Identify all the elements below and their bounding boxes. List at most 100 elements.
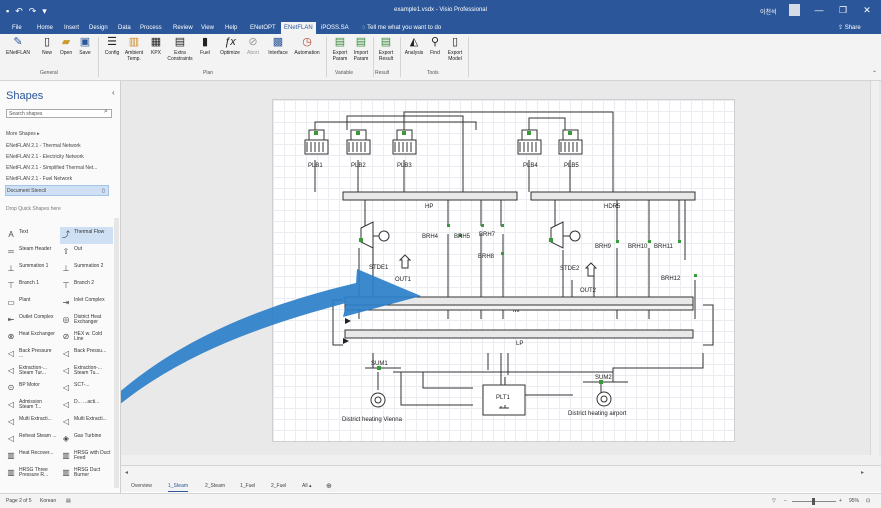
steam-network-diagram[interactable]: PLB1 PLB2 PLB3	[273, 100, 736, 443]
minimize-icon[interactable]: —	[814, 5, 824, 15]
branch-brh11[interactable]: BRH11	[654, 240, 681, 250]
tab-file[interactable]: File	[12, 25, 22, 31]
shape-out[interactable]: ⇧Out	[60, 244, 113, 261]
header-mp-lower[interactable]	[344, 304, 694, 311]
tab-review[interactable]: Review	[173, 25, 193, 31]
boiler-plb2[interactable]: PLB2	[346, 129, 371, 169]
boiler-plb4[interactable]: PLB4	[517, 129, 542, 169]
page-tab-overview[interactable]: Overview	[131, 483, 152, 489]
enetflan-button[interactable]: ✎ENetFLAN	[5, 36, 31, 56]
stencil-document[interactable]: Document Stencil▯	[5, 185, 109, 196]
shape-reheat-steam[interactable]: ◁Reheat Steam ...	[5, 431, 58, 448]
fuel-button[interactable]: ▮Fuel	[197, 36, 213, 56]
interface-button[interactable]: ▩Interface	[266, 36, 290, 56]
open-button[interactable]: ▰Open	[57, 36, 75, 56]
analysis-button[interactable]: ◭Analysis	[403, 36, 425, 56]
scroll-right-icon[interactable]: ▸	[861, 470, 865, 476]
zoom-slider-handle[interactable]	[812, 498, 815, 505]
share-button[interactable]: ⇪ Share	[838, 22, 861, 34]
fit-page-icon[interactable]: ⊡	[866, 498, 871, 504]
shape-extraction-steam-tu[interactable]: ◁Extraction-... Steam Tu...	[60, 363, 113, 380]
shape-branch-2[interactable]: ⊤Branch 2	[60, 278, 113, 295]
redo-icon[interactable]: ↷	[28, 5, 37, 16]
page-indicator[interactable]: Page 2 of 5	[6, 498, 32, 504]
shape-back-pressu[interactable]: ◁Back Pressu...	[60, 346, 113, 363]
boiler-plb5[interactable]: PLB5	[558, 129, 583, 169]
tab-enetflan[interactable]: ENetFLAN	[281, 22, 316, 34]
drawing-page[interactable]: PLB1 PLB2 PLB3	[272, 99, 735, 442]
new-button[interactable]: ▯New	[38, 36, 56, 56]
export-param-button[interactable]: ▤Export Param	[330, 36, 350, 62]
shape-summation-2[interactable]: ⊥Summation 2	[60, 261, 113, 278]
branch-brh12[interactable]: BRH12	[661, 274, 697, 282]
shape-hrsg-three-pressure-r[interactable]: ▥HRSG Three Pressure R...	[5, 465, 58, 482]
restore-icon[interactable]: ❐	[838, 5, 848, 15]
boiler-plb3[interactable]: PLB3	[392, 129, 417, 169]
plant-plt1[interactable]: PLT1	[482, 384, 526, 416]
save-icon[interactable]: ▪	[6, 6, 10, 16]
search-icon[interactable]: ⌕	[104, 108, 108, 115]
shape-summation-1[interactable]: ⊥Summation 1	[5, 261, 58, 278]
shape-sct[interactable]: ◁SCT-...	[60, 380, 113, 397]
page-tab-1-fuel[interactable]: 1_Fuel	[240, 483, 256, 489]
header-hp[interactable]: HP	[342, 191, 518, 210]
language-indicator[interactable]: Korean	[40, 498, 57, 504]
automation-button[interactable]: ◷Automation	[291, 36, 323, 56]
shape-multi-extracti[interactable]: ◁Multi Extracti...	[60, 414, 113, 431]
horizontal-scrollbar[interactable]	[121, 455, 881, 465]
save-button[interactable]: ▣Save	[76, 36, 94, 56]
branch-brh8[interactable]: BRH8	[478, 224, 504, 260]
shape-heat-recover[interactable]: ▥Heat Recover...	[5, 448, 58, 465]
branch-brh5[interactable]: BRH5	[454, 234, 471, 240]
consumer-vienna[interactable]: District heating Vienna	[342, 392, 403, 423]
drawing-canvas[interactable]: PLB1 PLB2 PLB3	[121, 81, 881, 465]
shape-gas-turbine[interactable]: ◈Gas Turbine	[60, 431, 113, 448]
collapse-pane-icon[interactable]: ‹	[112, 88, 115, 97]
ambient-temp-button[interactable]: ▥Ambient Temp.	[123, 36, 145, 62]
tell-me-search[interactable]: ◌ Tell me what you want to do	[362, 22, 441, 34]
shape-thermal-flow[interactable]: ⤴Thermal Flow	[60, 227, 113, 244]
vertical-scrollbar[interactable]	[870, 81, 879, 465]
user-name[interactable]: 이천석	[760, 10, 777, 16]
turbine-stde1[interactable]: STDE1	[359, 221, 390, 271]
export-result-button[interactable]: ▤Export Result	[376, 36, 396, 62]
avatar[interactable]	[789, 4, 800, 16]
find-button[interactable]: ⚲Find	[427, 36, 443, 56]
import-param-button[interactable]: ▤Import Param	[351, 36, 371, 62]
page-tab-2-fuel[interactable]: 2_Fuel	[271, 483, 287, 489]
stencil-simplified-thermal[interactable]: ENetFLAN 2.1 - Simplified Thermal Net...	[6, 165, 98, 171]
tab-iposs[interactable]: iPOSS.SA	[321, 25, 349, 31]
shape-d-acti[interactable]: ◁D... ...acti...	[60, 397, 113, 414]
turbine-stde2[interactable]: STDE2	[549, 221, 581, 272]
tab-view[interactable]: View	[201, 25, 214, 31]
search-shapes-input[interactable]: Search shapes	[6, 109, 112, 118]
close-icon[interactable]: ✕	[863, 5, 871, 15]
zoom-out-icon[interactable]: −	[784, 498, 787, 504]
tab-insert[interactable]: Insert	[64, 25, 80, 31]
tab-help[interactable]: Help	[225, 25, 238, 31]
page-tab-1-steam[interactable]: 1_Steam	[168, 482, 189, 492]
output-out1[interactable]: OUT1	[395, 254, 412, 283]
shape-plant[interactable]: ▭Plant	[5, 295, 58, 312]
shape-steam-header[interactable]: ═Steam Header	[5, 244, 58, 261]
export-model-button[interactable]: ▯Export Model	[445, 36, 465, 62]
add-page-icon[interactable]: ⊕	[326, 483, 332, 490]
customize-icon[interactable]: ▾	[42, 5, 47, 16]
pane-scrollbar[interactable]	[114, 218, 119, 488]
filter-icon[interactable]: ▽	[772, 498, 776, 504]
branch-brh7[interactable]: BRH7	[479, 224, 496, 238]
output-out2[interactable]: OUT2	[580, 262, 598, 294]
page-tab-all[interactable]: All ▴	[302, 483, 312, 489]
sum-sum2[interactable]: SUM2	[583, 375, 623, 384]
stencil-fuel-network[interactable]: ENetFLAN 2.1 - Fuel Network	[6, 176, 73, 182]
shape-back-pressure[interactable]: ◁Back Pressure ...	[5, 346, 58, 363]
shape-admission-steam-t[interactable]: ◁Admission Steam T...	[5, 397, 58, 414]
page-tab-2-steam[interactable]: 2_Steam	[205, 483, 226, 489]
branch-brh10[interactable]: BRH10	[628, 240, 651, 250]
shape-branch-1[interactable]: ⊤Branch 1	[5, 278, 58, 295]
stencil-electricity-network[interactable]: ENetFLAN 2.1 - Electricity Network	[6, 154, 84, 160]
extra-constraints-button[interactable]: ▤Extra Constraints	[166, 36, 194, 62]
tab-design[interactable]: Design	[89, 25, 108, 31]
